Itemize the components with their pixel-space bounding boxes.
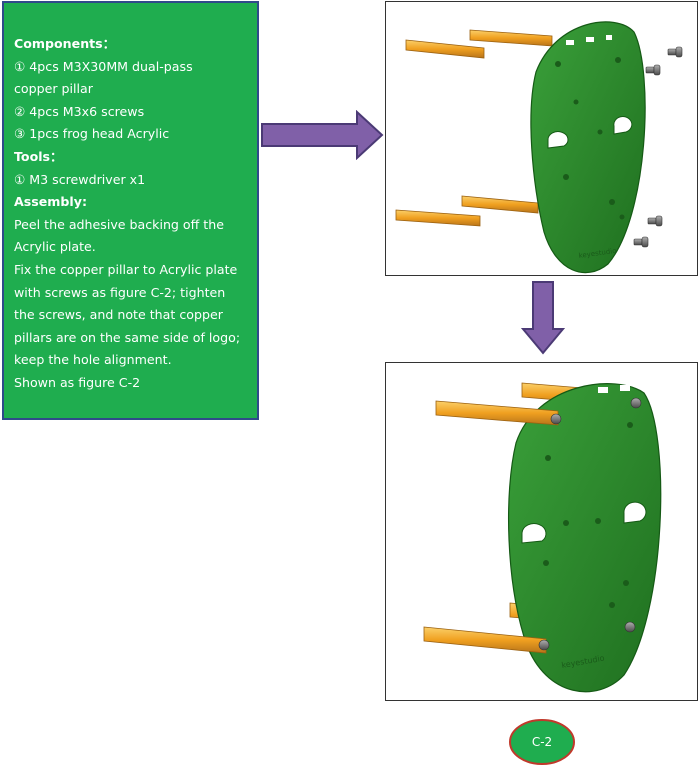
components-heading: Components： (14, 36, 116, 51)
tools-heading: Tools： (14, 148, 63, 164)
screw (633, 236, 649, 248)
copper-pillar (435, 400, 559, 426)
component-item-1-continued: copper pillar (14, 81, 93, 97)
right-arrow-icon (261, 110, 384, 160)
screw (645, 64, 661, 76)
screw (667, 46, 683, 58)
assembly-line: Acrylic plate. (14, 239, 96, 255)
down-arrow-icon (521, 281, 565, 355)
exploded-view-figure: keyestudio (385, 1, 698, 276)
copper-pillar (395, 209, 481, 227)
assembled-view-figure: keyestudio (385, 362, 698, 701)
component-item-2: ② 4pcs M3x6 screws (14, 103, 145, 119)
component-item-1: ① 4pcs M3X30MM dual-pass (14, 58, 193, 74)
exploded-assembly-illustration: keyestudio (395, 21, 683, 274)
figure-label-badge: C-2 (509, 719, 575, 765)
screw (538, 639, 550, 651)
copper-pillar (405, 39, 485, 59)
screw (630, 397, 642, 409)
assembly-line: Fix the copper pillar to Acrylic plate (14, 261, 238, 277)
assembly-line: pillars are on the same side of logo; (14, 329, 241, 345)
tool-item-1: ① M3 screwdriver x1 (14, 171, 146, 187)
figure-label-text: C-2 (532, 735, 552, 749)
acrylic-plate: keyestudio (507, 383, 662, 693)
copper-pillar (461, 195, 539, 214)
assembly-line: the screws, and note that copper (14, 307, 223, 323)
screw (550, 413, 562, 425)
assembly-heading: Assembly: (14, 194, 87, 210)
instructions-panel: Components： ① 4pcs M3X30MM dual-pass cop… (2, 1, 259, 420)
component-item-3: ③ 1pcs frog head Acrylic (14, 126, 170, 142)
assembly-line: keep the hole alignment. (14, 352, 172, 368)
assembled-illustration: keyestudio (423, 382, 662, 693)
assembly-line: Shown as figure C-2 (14, 374, 141, 390)
screw (624, 621, 636, 633)
copper-pillar (469, 29, 553, 47)
acrylic-plate: keyestudio (530, 21, 646, 274)
copper-pillar (423, 626, 547, 654)
assembly-line: Peel the adhesive backing off the (14, 216, 224, 232)
screw (647, 215, 663, 227)
assembly-line: with screws as figure C-2; tighten (14, 284, 226, 300)
